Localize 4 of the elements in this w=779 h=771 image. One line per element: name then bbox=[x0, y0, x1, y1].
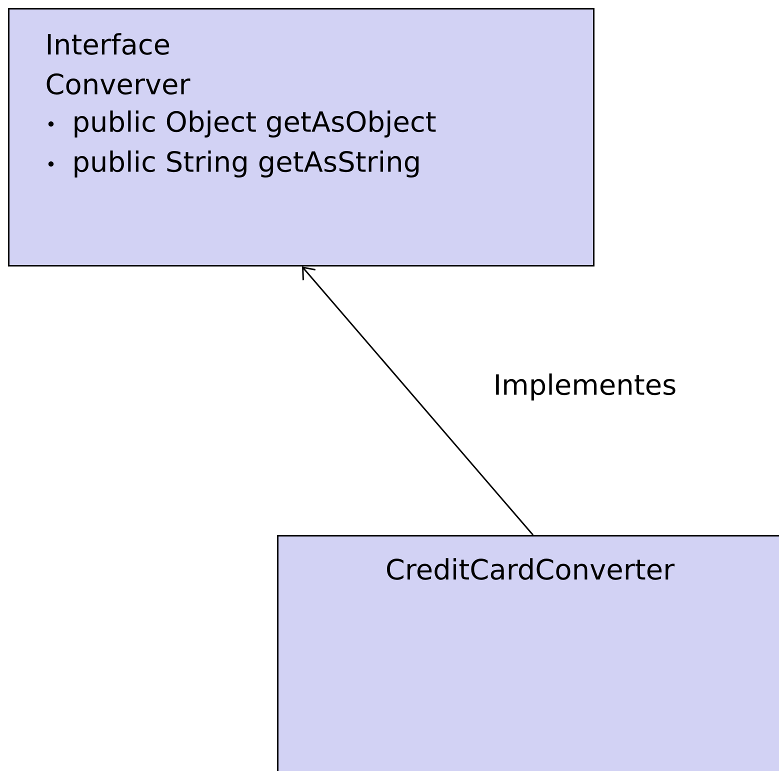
class-box: CreditCardConverter bbox=[277, 535, 779, 771]
arrow bbox=[302, 266, 534, 536]
edge-label: Implementes bbox=[492, 372, 678, 402]
class-box: Interface Converver public Object getAsObject public String getAsString bbox=[8, 8, 594, 266]
